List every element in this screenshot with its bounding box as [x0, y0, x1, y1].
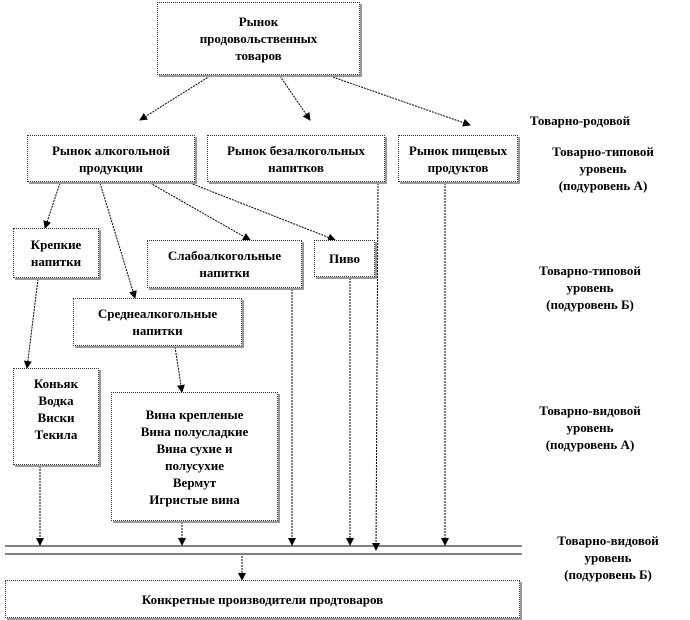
- level-text: (подуровень А): [558, 178, 648, 193]
- node-text: напитков: [268, 159, 324, 175]
- arrow: [372, 182, 381, 551]
- node-text: Виски: [37, 410, 75, 425]
- node-text: Крепкие: [30, 237, 82, 252]
- level-generic: Товарно-родовой: [505, 112, 655, 129]
- level-text: (подуровень Б): [564, 567, 652, 582]
- node-text: Вермут: [172, 474, 217, 490]
- node-text: полусухие: [164, 457, 225, 473]
- node-text: продуктов: [427, 159, 489, 175]
- node-text: продовольственных: [199, 31, 318, 46]
- level-text: (подуровень А): [545, 437, 635, 452]
- node-producers: Конкретные производители продтоваров: [5, 580, 520, 618]
- node-text: Водка: [38, 393, 74, 408]
- level-text: Товарно-родовой: [529, 113, 631, 128]
- node-low-alcohol: Слабоалкогольные напитки: [147, 240, 302, 288]
- level-text: Товарно-типовой: [552, 144, 654, 159]
- node-text: Вина полусладкие: [140, 423, 249, 439]
- node-text: Игристые вина: [149, 491, 240, 507]
- arrow: [279, 75, 311, 121]
- arrow: [43, 182, 61, 229]
- node-root: Рынок продовольственных товаров: [157, 2, 360, 75]
- level-text: Товарно-типовой: [539, 263, 641, 278]
- level-text: уровень: [566, 420, 614, 435]
- node-text: Рынок: [238, 14, 279, 29]
- node-text: Рынок безалкогольных: [226, 142, 366, 158]
- node-strong: Крепкие напитки: [13, 228, 99, 278]
- level-text: Товарно-видовой: [557, 533, 659, 548]
- level-text: уровень: [566, 280, 614, 295]
- node-text: напитки: [30, 254, 82, 269]
- arrow: [189, 182, 336, 242]
- level-kind-b: Товарно-видовой уровень (подуровень Б): [533, 532, 683, 583]
- arrow: [174, 346, 185, 393]
- level-type-b: Товарно-типовой уровень (подуровень Б): [515, 262, 665, 313]
- level-text: уровень: [579, 161, 627, 176]
- node-text: товаров: [235, 48, 282, 63]
- node-text: напитки: [132, 323, 183, 338]
- node-text: Вина крепленые: [145, 406, 244, 422]
- arrow: [149, 182, 251, 241]
- node-beer: Пиво: [314, 240, 375, 277]
- level-text: уровень: [584, 550, 632, 565]
- node-text: Рынок пищевых: [408, 142, 508, 158]
- node-text: Рынок алкогольной: [51, 142, 171, 158]
- node-text: Вина сухие и: [156, 440, 233, 456]
- node-text: Текила: [34, 427, 78, 442]
- arrow: [329, 75, 471, 127]
- node-medium-alcohol: Среднеалкогольные напитки: [73, 298, 242, 346]
- node-text: продукции: [79, 159, 143, 175]
- arrow: [99, 182, 137, 299]
- level-kind-a: Товарно-видовой уровень (подуровень А): [515, 402, 665, 453]
- node-text: Конкретные производители продтоваров: [141, 591, 384, 607]
- node-text: напитки: [199, 265, 250, 280]
- node-text: Пиво: [328, 251, 361, 266]
- level-text: Товарно-видовой: [539, 403, 641, 418]
- node-text: Среднеалкогольные: [97, 306, 218, 321]
- arrow: [139, 75, 211, 121]
- node-text: Коньяк: [33, 376, 79, 391]
- level-text: (подуровень Б): [546, 297, 634, 312]
- arrow: [23, 278, 39, 369]
- node-text: Слабоалкогольные: [167, 248, 282, 263]
- level-type-a: Товарно-типовой уровень (подуровень А): [528, 143, 678, 194]
